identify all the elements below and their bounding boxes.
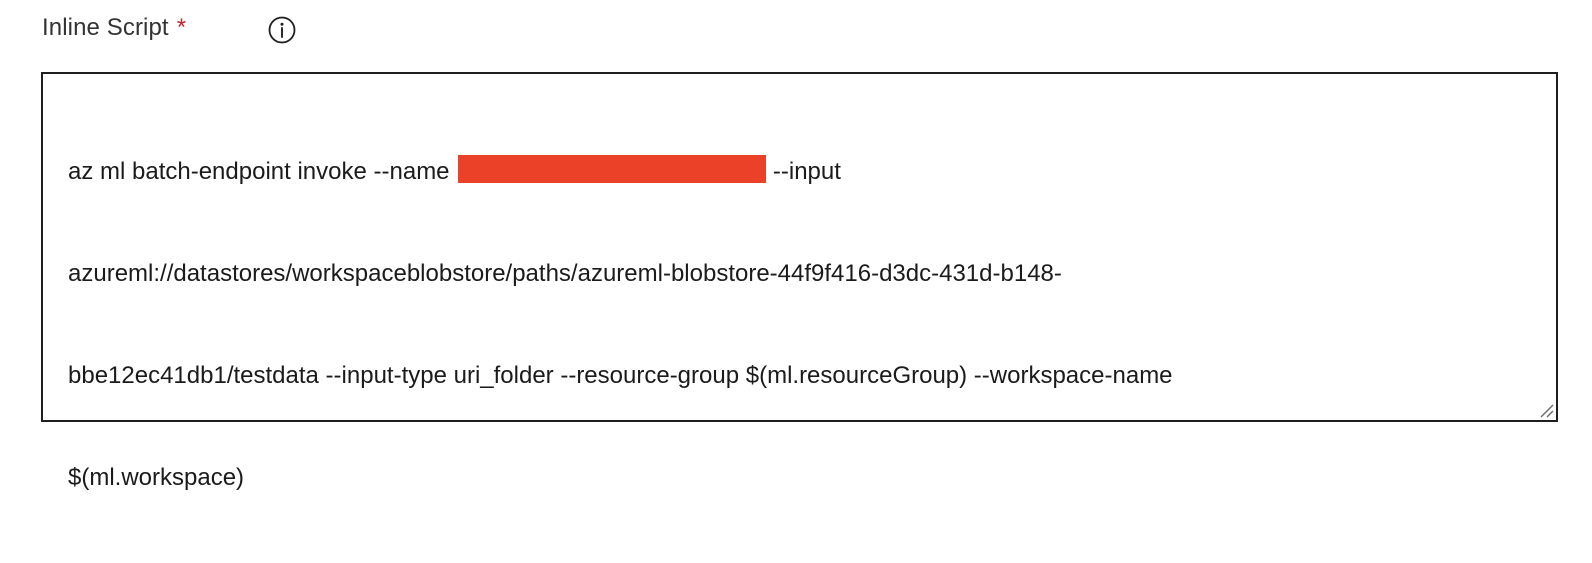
redacted-endpoint-name (458, 155, 767, 183)
inline-script-textarea[interactable]: az ml batch-endpoint invoke --name --inp… (41, 72, 1558, 491)
inline-script-label: Inline Script (42, 14, 169, 41)
script-line-1: az ml batch-endpoint invoke --name --inp… (68, 155, 1538, 189)
resize-grip-icon[interactable] (1538, 402, 1554, 418)
script-line-1-end: --input (766, 158, 841, 185)
required-asterisk: * (176, 14, 187, 41)
script-line-3: bbe12ec41db1/testdata --input-type uri_f… (68, 362, 1173, 389)
script-line-4: $(ml.workspace) (68, 464, 245, 491)
inline-script-label-row: Inline Script * (42, 10, 186, 46)
script-line-1-start: az ml batch-endpoint invoke --name (68, 158, 457, 185)
info-icon[interactable] (267, 15, 297, 45)
inline-script-content: az ml batch-endpoint invoke --name --inp… (68, 87, 1538, 563)
script-line-2: azureml://datastores/workspaceblobstore/… (68, 260, 1062, 287)
